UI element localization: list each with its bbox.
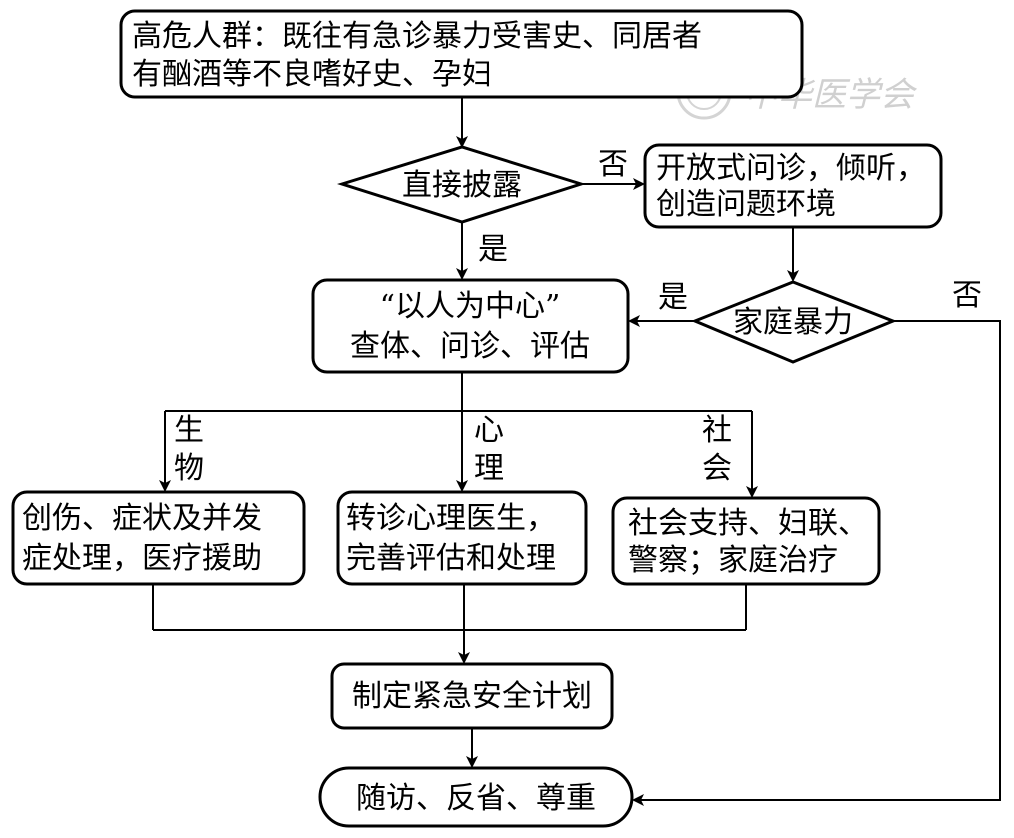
high-risk-group-node: 高危人群：既往有急诊暴力受害史、同居者 有酗酒等不良嗜好史、孕妇 (119, 9, 804, 99)
label-bio-2: 物 (174, 451, 204, 486)
high-risk-line2: 有酗酒等不良嗜好史、孕妇 (132, 57, 492, 92)
high-risk-line1: 高危人群：既往有急诊暴力受害史、同居者 (132, 19, 702, 54)
label-social-2: 会 (702, 451, 732, 486)
label-violence-yes: 是 (658, 280, 688, 315)
domestic-violence-decision: 家庭暴力 (691, 280, 898, 364)
label-psych-2: 理 (474, 451, 504, 486)
label-psych-1: 心 (474, 413, 504, 448)
edge-violence-no (632, 320, 1001, 806)
social-node: 社会支持、妇联、 警察；家庭治疗 (611, 496, 881, 586)
biological-line1: 创伤、症状及并发 (22, 501, 262, 536)
psychological-line1: 转诊心理医生， (346, 501, 556, 536)
psychological-node: 转诊心理医生， 完善评估和处理 (336, 490, 588, 586)
direct-disclosure-decision: 直接披露 (336, 145, 586, 224)
label-disclosure-no: 否 (598, 147, 628, 182)
biological-node: 创伤、症状及并发 症处理，医疗援助 (11, 490, 306, 586)
person-centered-line1: “以人为中心” (380, 289, 561, 324)
person-centered-line2: 查体、问诊、评估 (350, 329, 590, 364)
followup-label: 随访、反省、尊重 (356, 781, 596, 816)
psychological-line2: 完善评估和处理 (346, 541, 556, 576)
label-social-1: 社 (702, 413, 732, 448)
social-line1: 社会支持、妇联、 (628, 506, 868, 541)
domestic-violence-label: 家庭暴力 (733, 305, 853, 340)
open-inquiry-line2: 创造问题环境 (656, 187, 836, 222)
followup-node: 随访、反省、尊重 (318, 766, 634, 828)
open-inquiry-line1: 开放式问诊，倾听， (656, 151, 926, 186)
label-bio-1: 生 (174, 413, 204, 448)
direct-disclosure-label: 直接披露 (402, 168, 522, 203)
open-inquiry-node: 开放式问诊，倾听， 创造问题环境 (643, 143, 943, 229)
biological-line2: 症处理，医疗援助 (22, 541, 262, 576)
label-disclosure-yes: 是 (478, 232, 508, 267)
label-violence-no: 否 (952, 278, 982, 313)
person-centered-node: “以人为中心” 查体、问诊、评估 (311, 278, 630, 374)
safety-plan-label: 制定紧急安全计划 (352, 679, 592, 714)
safety-plan-node: 制定紧急安全计划 (330, 662, 614, 730)
social-line2: 警察；家庭治疗 (628, 543, 838, 578)
